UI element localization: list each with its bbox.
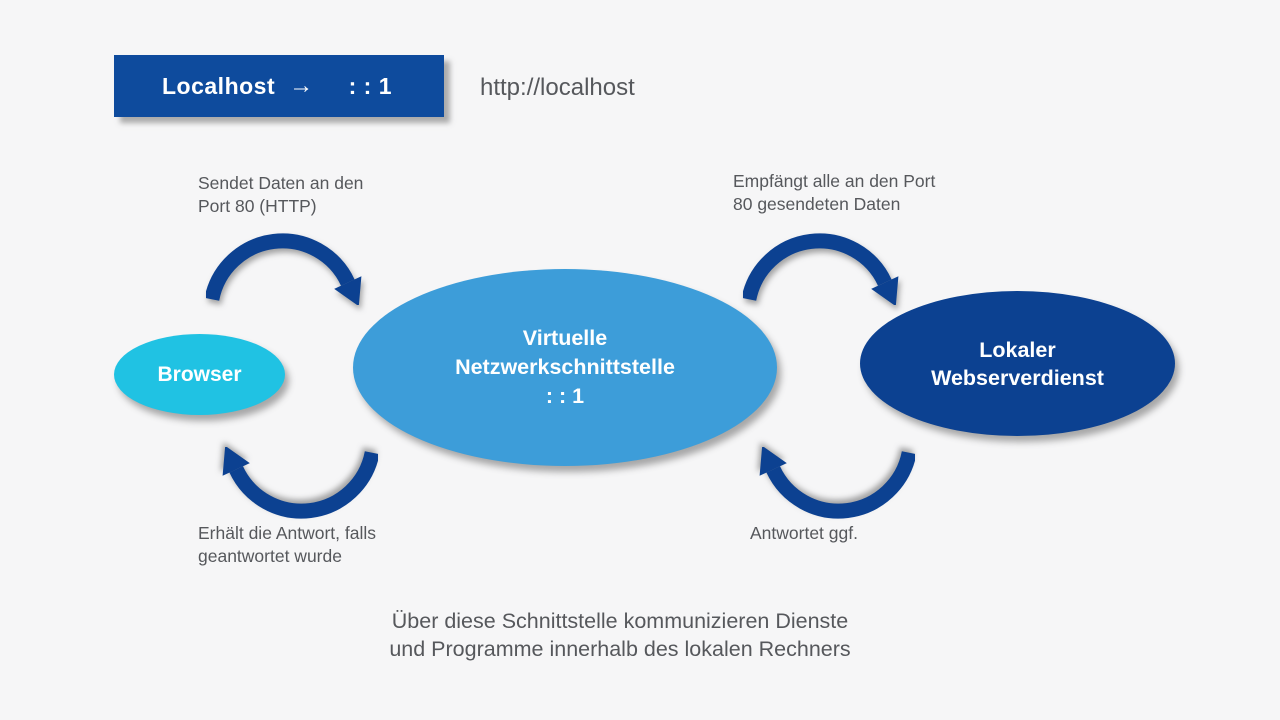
node-virtual-network-interface: Virtuelle Netzwerkschnittstelle : : 1: [353, 269, 777, 466]
annotation-send-data: Sendet Daten an den Port 80 (HTTP): [198, 173, 364, 216]
annotation-answers: Antwortet ggf.: [750, 523, 858, 543]
curved-arrow-webserver-to-interface-icon: [745, 447, 915, 529]
annotation-receives-answer: Erhält die Antwort, falls geantwortet wu…: [198, 523, 376, 566]
localhost-badge: Localhost → : : 1: [114, 55, 444, 117]
ipv6-loopback-value: : : 1: [348, 72, 392, 99]
node-local-webserver-service: Lokaler Webserverdienst: [860, 291, 1175, 436]
curved-arrow-interface-to-browser-icon: [208, 447, 378, 529]
curved-arrow-interface-to-webserver-icon: [743, 223, 913, 305]
curved-arrow-browser-to-interface-icon: [206, 223, 376, 305]
right-arrow-icon: →: [289, 72, 314, 99]
localhost-label: Localhost: [162, 72, 276, 99]
diagram-caption: Über diese Schnittstelle kommunizieren D…: [389, 609, 851, 661]
node-browser: Browser: [114, 334, 285, 415]
annotation-receive-data: Empfängt alle an den Port 80 gesendeten …: [733, 171, 936, 214]
localhost-url-text: http://localhost: [480, 74, 635, 101]
